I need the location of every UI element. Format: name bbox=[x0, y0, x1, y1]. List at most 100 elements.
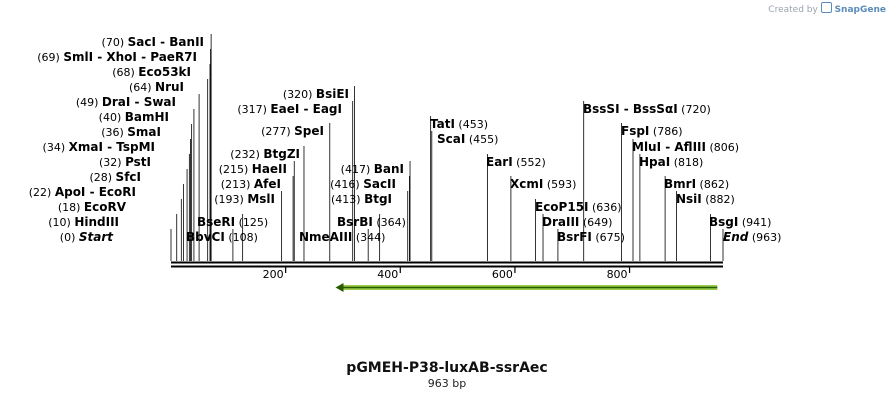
site-position: (277) bbox=[261, 125, 294, 138]
site-label: ScaI (455) bbox=[437, 132, 498, 146]
site-position: (232) bbox=[230, 148, 263, 161]
site-name: SacI - BanII bbox=[128, 35, 204, 49]
site-label: (215) HaeII bbox=[219, 162, 287, 176]
site-name: BtgZI bbox=[263, 147, 300, 161]
site-position: (455) bbox=[465, 133, 498, 146]
site-name: FspI bbox=[621, 124, 649, 138]
site-label: (28) SfcI bbox=[89, 170, 141, 184]
site-label: NmeAIII (344) bbox=[299, 230, 385, 244]
site-position: (0) bbox=[60, 231, 79, 244]
site-position: (317) bbox=[237, 103, 270, 116]
credit-brand: SnapGene bbox=[834, 5, 886, 15]
site-position: (34) bbox=[43, 141, 69, 154]
site-position: (786) bbox=[649, 125, 682, 138]
site-position: (36) bbox=[101, 126, 127, 139]
site-label: MluI - AflIII (806) bbox=[632, 140, 739, 154]
site-label: XcmI (593) bbox=[510, 177, 576, 191]
site-name: BamHI bbox=[125, 110, 169, 124]
site-name: Start bbox=[79, 230, 114, 244]
site-position: (108) bbox=[225, 231, 258, 244]
ruler-tick-label: 200 bbox=[263, 268, 284, 281]
credit: Created by SnapGene bbox=[768, 2, 886, 15]
site-label: (213) AfeI bbox=[221, 177, 281, 191]
site-name: End bbox=[723, 230, 749, 244]
site-position: (344) bbox=[352, 231, 385, 244]
site-label: (317) EaeI - EagI bbox=[237, 102, 342, 116]
site-label: BsrBI (364) bbox=[337, 215, 406, 229]
ruler-tick-label: 600 bbox=[492, 268, 513, 281]
restriction-sites: (0) Start(10) HindIII(18) EcoRV(22) ApoI… bbox=[29, 34, 781, 261]
site-name: SacII bbox=[363, 177, 396, 191]
site-name: SpeI bbox=[294, 124, 324, 138]
site-name: ApoI - EcoRI bbox=[55, 185, 136, 199]
site-name: EcoP15I bbox=[535, 200, 589, 214]
site-label: (40) BamHI bbox=[99, 110, 169, 124]
site-position: (125) bbox=[235, 216, 268, 229]
site-name: SmlI - XhoI - PaeR7I bbox=[63, 50, 197, 64]
site-position: (69) bbox=[37, 51, 63, 64]
site-label: (0) Start bbox=[60, 230, 114, 244]
site-position: (215) bbox=[219, 163, 252, 176]
site-label: BmrI (862) bbox=[664, 177, 729, 191]
site-position: (649) bbox=[579, 216, 612, 229]
site-position: (18) bbox=[58, 201, 84, 214]
ruler-tick-label: 800 bbox=[607, 268, 628, 281]
site-label: NsiI (882) bbox=[676, 192, 735, 206]
site-name: SfcI bbox=[116, 170, 141, 184]
site-label: (413) BtgI bbox=[331, 192, 392, 206]
site-position: (64) bbox=[129, 81, 155, 94]
site-label: (277) SpeI bbox=[261, 124, 324, 138]
site-name: BbvCI bbox=[186, 230, 225, 244]
site-name: XmaI - TspMI bbox=[69, 140, 155, 154]
site-label: (70) SacI - BanII bbox=[102, 35, 204, 49]
map-title: pGMEH-P38-luxAB-ssrAec bbox=[346, 360, 548, 376]
site-label: EarI (552) bbox=[486, 155, 546, 169]
site-name: NmeAIII bbox=[299, 230, 352, 244]
credit-prefix: Created by bbox=[768, 5, 818, 15]
snapgene-logo-icon bbox=[820, 2, 832, 13]
site-name: DraIII bbox=[542, 215, 579, 229]
site-position: (806) bbox=[706, 141, 739, 154]
site-position: (40) bbox=[99, 111, 125, 124]
site-label: HpaI (818) bbox=[639, 155, 703, 169]
site-name: BssSI - BssSαI bbox=[583, 102, 678, 116]
site-label: (49) DraI - SwaI bbox=[76, 95, 176, 109]
site-position: (720) bbox=[678, 103, 711, 116]
site-position: (28) bbox=[89, 171, 115, 184]
site-name: Eco53kI bbox=[138, 65, 191, 79]
site-label: FspI (786) bbox=[621, 124, 682, 138]
site-label: BbvCI (108) bbox=[186, 230, 258, 244]
site-label: (36) SmaI bbox=[101, 125, 161, 139]
site-name: BseRI bbox=[197, 215, 235, 229]
site-position: (941) bbox=[738, 216, 771, 229]
site-label: BssSI - BssSαI (720) bbox=[583, 102, 711, 116]
site-name: BsgI bbox=[709, 215, 738, 229]
site-label: (32) PstI bbox=[99, 155, 151, 169]
site-label: BseRI (125) bbox=[197, 215, 268, 229]
site-position: (213) bbox=[221, 178, 254, 191]
site-label: (193) MslI bbox=[214, 192, 275, 206]
site-name: XcmI bbox=[510, 177, 543, 191]
site-label: BsgI (941) bbox=[709, 215, 771, 229]
site-label: (320) BsiEI bbox=[283, 87, 349, 101]
site-name: EcoRV bbox=[84, 200, 127, 214]
site-label: (68) Eco53kI bbox=[112, 65, 191, 79]
site-position: (364) bbox=[373, 216, 406, 229]
site-name: DraI - SwaI bbox=[102, 95, 176, 109]
site-position: (193) bbox=[214, 193, 247, 206]
site-name: SmaI bbox=[127, 125, 161, 139]
site-name: HpaI bbox=[639, 155, 670, 169]
site-position: (636) bbox=[589, 201, 622, 214]
site-label: TatI (453) bbox=[430, 117, 488, 131]
site-position: (413) bbox=[331, 193, 364, 206]
site-label: DraIII (649) bbox=[542, 215, 612, 229]
site-label: End (963) bbox=[723, 230, 781, 244]
site-label: (22) ApoI - EcoRI bbox=[29, 185, 136, 199]
site-name: TatI bbox=[430, 117, 455, 131]
feature-arrow-head bbox=[335, 283, 344, 292]
site-label: (18) EcoRV bbox=[58, 200, 127, 214]
site-name: HindIII bbox=[74, 215, 119, 229]
site-position: (417) bbox=[341, 163, 374, 176]
site-position: (453) bbox=[455, 118, 488, 131]
